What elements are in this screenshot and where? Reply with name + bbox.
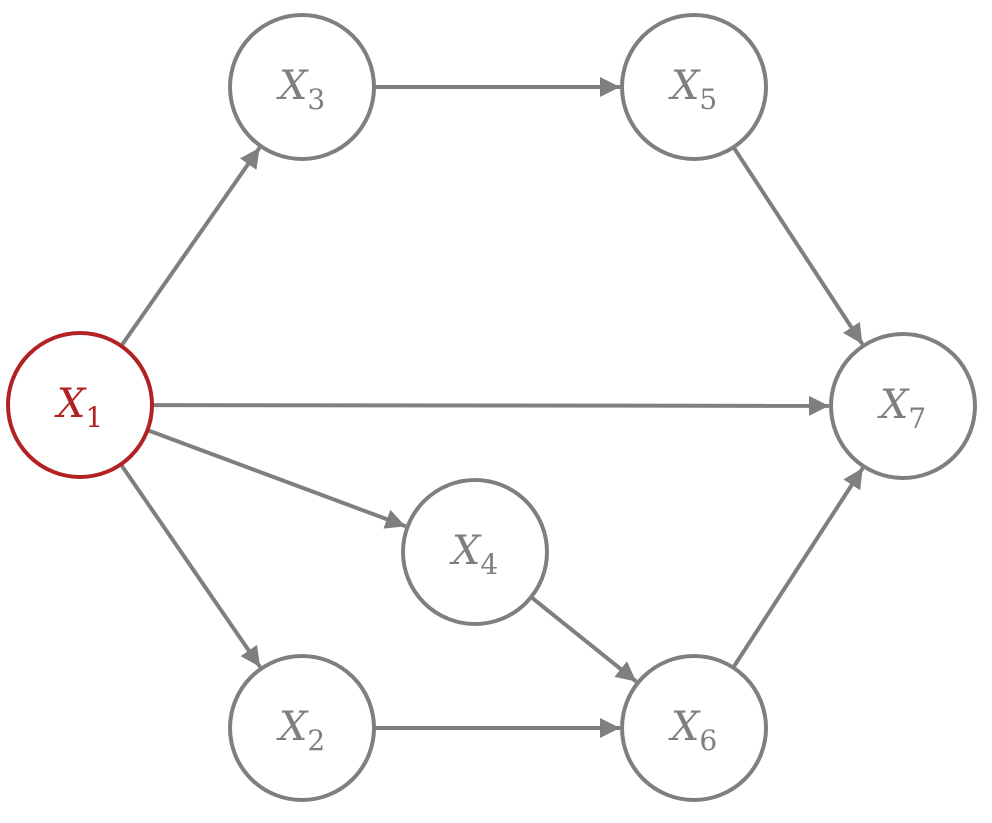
node-circle-x2 bbox=[228, 654, 376, 802]
edge-x1-to-x3 bbox=[119, 146, 262, 348]
node-circle-x4 bbox=[401, 478, 549, 626]
node-label-x5: X5 bbox=[668, 63, 717, 116]
node-subscript: 7 bbox=[908, 402, 926, 435]
edge-x6-to-x7 bbox=[731, 467, 865, 669]
node-x3: X3 bbox=[228, 13, 376, 161]
node-letter: X bbox=[54, 381, 87, 427]
node-circle-x1 bbox=[6, 331, 154, 479]
node-subscript: 6 bbox=[699, 724, 717, 757]
node-subscript: 5 bbox=[699, 83, 717, 116]
node-label-x7: X7 bbox=[877, 382, 926, 435]
node-label-x3: X3 bbox=[276, 63, 325, 116]
node-label-x2: X2 bbox=[276, 704, 325, 757]
node-label-x6: X6 bbox=[668, 704, 717, 757]
node-label-x1: X1 bbox=[54, 381, 103, 434]
node-circle-x5 bbox=[620, 13, 768, 161]
node-letter: X bbox=[449, 528, 482, 574]
node-x2: X2 bbox=[228, 654, 376, 802]
edge-x1-to-x2 bbox=[119, 463, 262, 669]
edge-x4-to-x6 bbox=[529, 595, 638, 684]
node-letter: X bbox=[877, 382, 910, 428]
node-letter: X bbox=[276, 704, 309, 750]
node-x4: X4 bbox=[401, 478, 549, 626]
node-x7: X7 bbox=[829, 332, 977, 480]
node-letter: X bbox=[668, 704, 701, 750]
node-subscript: 3 bbox=[307, 83, 325, 116]
edge-x1-to-x7 bbox=[151, 395, 830, 416]
edge-x5-to-x7 bbox=[731, 146, 865, 346]
node-circle-x7 bbox=[829, 332, 977, 480]
node-letter: X bbox=[668, 63, 701, 109]
node-letter: X bbox=[276, 63, 309, 109]
edges-layer bbox=[119, 77, 865, 738]
edge-x1-to-x4 bbox=[146, 428, 407, 529]
node-x6: X6 bbox=[620, 654, 768, 802]
node-x1: X1 bbox=[6, 331, 154, 479]
node-subscript: 4 bbox=[480, 548, 498, 581]
node-subscript: 1 bbox=[85, 401, 103, 434]
node-circle-x3 bbox=[228, 13, 376, 161]
node-x5: X5 bbox=[620, 13, 768, 161]
node-label-x4: X4 bbox=[449, 528, 498, 581]
node-circle-x6 bbox=[620, 654, 768, 802]
node-subscript: 2 bbox=[307, 724, 325, 757]
